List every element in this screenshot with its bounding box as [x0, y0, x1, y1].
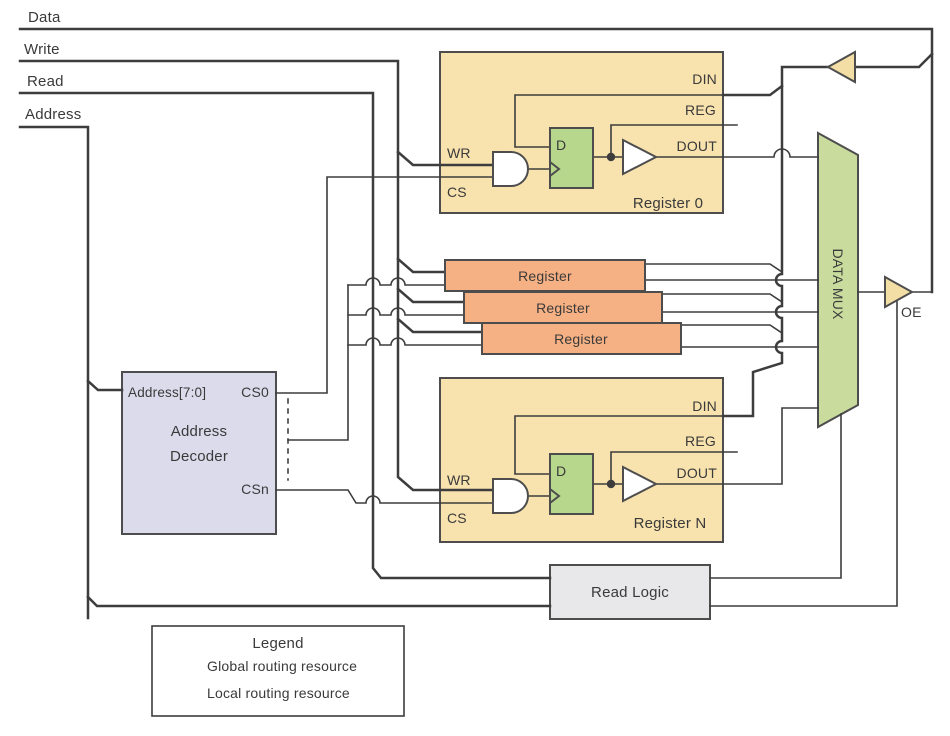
- middle-register-1-label: Register: [518, 268, 572, 284]
- register0-dout-label: DOUT: [677, 138, 718, 154]
- legend-global-label: Global routing resource: [207, 658, 357, 674]
- register0-din-label: DIN: [692, 71, 717, 87]
- read-logic-block: [549, 564, 711, 620]
- data-label: Data: [28, 9, 61, 26]
- register0-q-junction-dot: [606, 152, 616, 162]
- global-wires: [18, 27, 934, 668]
- din-distribution-bus: [721, 65, 830, 418]
- write-branch-register2: [396, 287, 466, 304]
- middle-register-3-label: Register: [554, 331, 608, 347]
- register1-write-in: [644, 263, 784, 274]
- legend-local-label: Local routing resource: [207, 685, 350, 701]
- registerN-and-gate: [492, 478, 529, 514]
- registerN-din-label: DIN: [692, 398, 717, 414]
- register0-ffd-label: D: [556, 137, 566, 153]
- registerN-reg-stub: [610, 451, 738, 485]
- registerN-q-junction-dot: [606, 479, 616, 489]
- registerN-ffd-label: D: [556, 463, 566, 479]
- read-logic-label: Read Logic: [591, 584, 669, 601]
- din-branch-register0: [721, 84, 784, 97]
- mux-select: [709, 413, 842, 579]
- register0-reg-stub: [610, 124, 738, 158]
- oe-buffer-icon: [884, 275, 915, 309]
- address-line: [18, 125, 90, 620]
- decoder-name-line1: Address: [171, 423, 227, 440]
- register0-title: Register 0: [633, 195, 703, 212]
- register0-din-internal: [514, 94, 724, 148]
- write-branch-register3: [396, 317, 484, 334]
- data-mux-shape: [817, 131, 859, 429]
- components: [492, 50, 915, 515]
- data-write-buffer-icon: [825, 50, 856, 84]
- register0-wr-label: WR: [447, 145, 471, 161]
- registerN-cs-label: CS: [447, 510, 467, 526]
- write-branch-register1: [396, 257, 447, 274]
- register2-write-in: [661, 293, 784, 304]
- cs-register2: [347, 307, 465, 316]
- registerN-dout-label: DOUT: [677, 465, 718, 481]
- middle-register-blocks: [444, 259, 682, 355]
- registerN-dout: [655, 407, 819, 485]
- legend-box: [151, 625, 405, 717]
- junction-dots: [606, 152, 616, 489]
- registerN-flipflop: [549, 453, 594, 515]
- registerN-wr-label: WR: [447, 472, 471, 488]
- middle-register-3: [481, 322, 682, 355]
- read-line: [18, 91, 552, 580]
- registerN-din-internal: [514, 415, 724, 475]
- registerN-reg-label: REG: [685, 433, 716, 449]
- write-line: [18, 59, 495, 492]
- address-branch-decoder: [86, 379, 124, 392]
- register3-write-in: [679, 324, 784, 335]
- register0-output-buffer-icon: [622, 138, 659, 176]
- register0-clock-marker-icon: [549, 161, 561, 177]
- legend-title: Legend: [252, 635, 303, 652]
- decoder-name-line2: Decoder: [170, 448, 228, 465]
- data-to-write-buffer: [853, 52, 934, 69]
- address-branch-read-logic: [86, 595, 552, 608]
- register0-flipflop: [549, 127, 594, 189]
- cs-middle-feed: [287, 284, 349, 441]
- cs-register1: [347, 277, 446, 286]
- write-label: Write: [24, 41, 60, 58]
- blocks: [121, 51, 859, 620]
- register0-and-gate: [492, 151, 529, 187]
- read-label: Read: [27, 73, 64, 90]
- registerN-title: Register N: [634, 515, 707, 532]
- cs-register3: [347, 337, 483, 346]
- address-label: Address: [25, 106, 81, 123]
- decoder-bus-label: Address[7:0]: [128, 385, 206, 400]
- oe-control: [709, 299, 898, 607]
- labels: Data Write Read Address WR CS D DIN REG …: [24, 9, 922, 701]
- middle-register-2: [463, 291, 663, 324]
- oe-label: OE: [901, 304, 922, 320]
- data-line: [18, 27, 934, 294]
- data-mux-label: DATA MUX: [830, 248, 846, 320]
- local-wires: [162, 94, 933, 694]
- registerN-clock-marker-icon: [549, 488, 561, 504]
- registerN-output-buffer-icon: [622, 465, 659, 503]
- decoder-csn-label: CSn: [241, 481, 269, 497]
- register0-cs-label: CS: [447, 184, 467, 200]
- cs0-wire: [275, 176, 494, 394]
- decoder-cs0-label: CS0: [241, 384, 269, 400]
- write-branch-register0: [396, 150, 495, 167]
- csn-wire: [275, 489, 494, 504]
- register0-reg-label: REG: [685, 102, 716, 118]
- register0-dout: [655, 148, 819, 158]
- address-decoder-block: [121, 371, 277, 535]
- middle-register-2-label: Register: [536, 300, 590, 316]
